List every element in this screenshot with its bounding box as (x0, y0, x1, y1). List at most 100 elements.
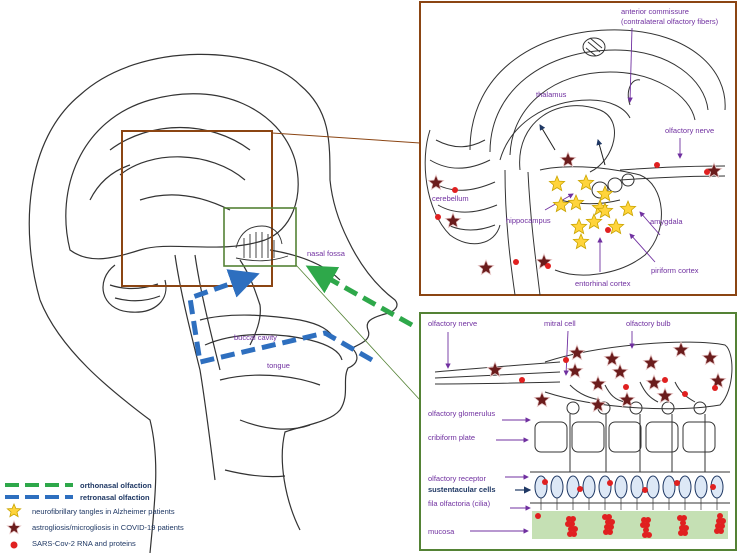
label-entorhinal-cortex: entorhinal cortex (575, 279, 631, 288)
astrogliosis-star-icon (672, 340, 690, 358)
astrogliosis-star-icon (486, 360, 504, 378)
sars-dot-icon (643, 527, 649, 533)
label-buccal-cavity: buccal cavity (234, 333, 277, 342)
astrogliosis-star-icon (656, 386, 674, 404)
sars-dot-icon (605, 519, 611, 525)
astrogliosis-star-icon (6, 519, 22, 535)
legend-retronasal-label: retronasal olfaction (80, 493, 150, 502)
label-cerebellum: cerebellum (432, 194, 469, 203)
label-olfactory-glomerulus: olfactory glomerulus (428, 409, 495, 418)
sars-dot-icon (640, 522, 646, 528)
brain-detail-sketch (424, 29, 726, 296)
label-mitral-cell: mitral cell (544, 319, 576, 328)
neurofibrillary-star-icon (570, 217, 588, 235)
brain-detail-panel (419, 1, 737, 296)
neurofibrillary-star-icon (572, 232, 590, 250)
astrogliosis-star-icon (568, 343, 586, 361)
sars-dot-icon (452, 187, 458, 193)
sars-dot-icon (679, 525, 685, 531)
sars-dot-icon (674, 480, 680, 486)
label-olfactory-nerve-bottom: olfactory nerve (428, 319, 477, 328)
head-sketch (28, 53, 398, 553)
label-sustentacular-cells: sustentacular cells (428, 485, 496, 494)
mucosa-layer (532, 511, 728, 539)
brain-arrows (544, 27, 683, 272)
orthonasal-path (305, 265, 414, 328)
neurofibrillary-star-icon (596, 201, 614, 219)
neurofibrillary-star-icon (619, 199, 637, 217)
sars-dot-icon (654, 162, 660, 168)
sars-dot-icon (565, 521, 571, 527)
legend-neurofibrillary-label: neurofibrillary tangles in Alzheimer pat… (32, 507, 175, 516)
sars-dot-icon (642, 487, 648, 493)
label-nasal-fossa: nasal fossa (307, 249, 346, 258)
nasal-region-frame (223, 207, 297, 267)
astrogliosis-star-icon (444, 211, 462, 229)
legend-orthonasal-label: orthonasal olfaction (80, 481, 152, 490)
sars-dot-icon (566, 516, 572, 522)
astrogliosis-star-icon (611, 362, 629, 380)
label-thalamus: thalamus (536, 90, 567, 99)
sars-dot-icon (714, 528, 720, 534)
astrogliosis-star-icon (701, 348, 719, 366)
olfactory-bulb-sketch (434, 341, 733, 504)
label-mucosa: mucosa (428, 527, 455, 536)
sars-dot-icon (662, 377, 668, 383)
astrogliosis-star-icon (477, 258, 495, 276)
astrogliosis-star-icon (566, 361, 584, 379)
label-cribiform-plate: cribiform plate (428, 433, 475, 442)
astrogliosis-star-icon (427, 173, 445, 191)
sars-dot-icon (710, 484, 716, 490)
sars-dot-icon (567, 531, 573, 537)
legend-sars-label: SARS-Cov-2 RNA and proteins (32, 539, 136, 548)
neurofibrillary-star-icon (548, 174, 566, 192)
label-olfactory-receptor: olfactory receptor (428, 474, 486, 483)
sars-dot-icon (519, 377, 525, 383)
astrogliosis-star-icon (589, 374, 607, 392)
cilia (540, 498, 718, 510)
label-piriform-cortex: piriform cortex (651, 266, 699, 275)
astrogliosis-star-icon (618, 390, 636, 408)
label-olfactory-nerve-top: olfactory nerve (665, 126, 714, 135)
label-anterior-commissure: anterior commissure (621, 7, 689, 16)
sars-dot-icon (715, 523, 721, 529)
neurofibrillary-star-icon (552, 195, 570, 213)
sars-dot-icon (435, 214, 441, 220)
sars-dot-icon (680, 520, 686, 526)
markers-layer (6, 150, 727, 549)
label-tongue: tongue (267, 361, 290, 370)
legend: orthonasal olfaction retronasal olfactio… (5, 481, 184, 548)
sars-dot-icon (577, 486, 583, 492)
label-fila-olfactoria: fila olfactoria (cilia) (428, 499, 491, 508)
sars-dot-icon (641, 517, 647, 523)
astrogliosis-star-icon (559, 150, 577, 168)
connector-brain (271, 132, 421, 144)
turbinates-sketch (235, 225, 289, 262)
sars-dot-icon (604, 524, 610, 530)
sars-dot-icon (716, 518, 722, 524)
sars-dot-icon (535, 513, 541, 519)
sars-dot-icon (677, 515, 683, 521)
neurofibrillary-star-icon (596, 184, 614, 202)
label-hippocampus: hippocampus (506, 216, 551, 225)
sars-dot-icon (712, 385, 718, 391)
sars-dot-icon (607, 480, 613, 486)
brain-arrows-dark (539, 124, 606, 166)
neurofibrillary-star-icon (577, 173, 595, 191)
sars-dot-icon (717, 513, 723, 519)
astrogliosis-star-icon (533, 390, 551, 408)
neurofibrillary-star-icon (6, 502, 22, 518)
label-anterior-commissure-2: (contralateral olfactory fibers) (621, 17, 719, 26)
neurofibrillary-star-icon (567, 193, 585, 211)
astrogliosis-star-icon (709, 371, 727, 389)
astrogliosis-star-icon (645, 373, 663, 391)
sars-dot-icon (563, 357, 569, 363)
sars-dot-icon (568, 526, 574, 532)
astrogliosis-star-icon (705, 161, 723, 179)
sars-dot-icon (542, 479, 548, 485)
connector-nasal (295, 264, 421, 401)
sars-dot-icon (623, 384, 629, 390)
astrogliosis-star-icon (603, 349, 621, 367)
sars-dot-icon (10, 541, 18, 549)
